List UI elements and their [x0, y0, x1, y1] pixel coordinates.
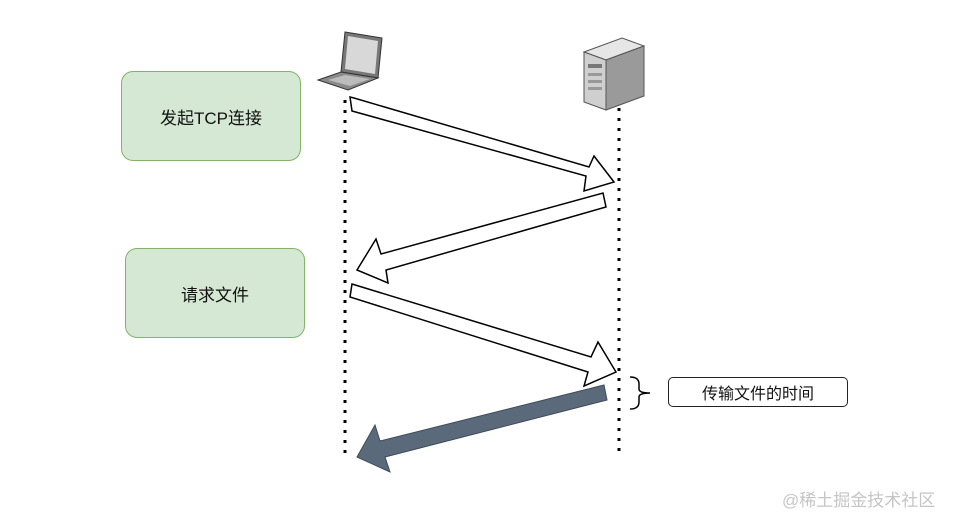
server-tower-icon: [582, 37, 646, 111]
watermark: @稀土掘金技术社区: [782, 491, 936, 510]
syn-arrow: [349, 96, 616, 193]
step-request-file: 请求文件: [125, 248, 305, 338]
transfer-time-brace: [629, 376, 651, 410]
syn-ack-arrow: [355, 192, 607, 285]
file-transfer-arrow: [356, 384, 608, 473]
step-request-file-label: 请求文件: [181, 285, 249, 305]
transfer-time-label: 传输文件的时间: [668, 377, 848, 407]
step-tcp-connect-label: 发起TCP连接: [160, 108, 262, 128]
laptop-icon: [316, 31, 383, 91]
request-arrow: [349, 283, 618, 388]
transfer-time-text: 传输文件的时间: [701, 386, 814, 403]
step-tcp-connect: 发起TCP连接: [121, 71, 301, 161]
